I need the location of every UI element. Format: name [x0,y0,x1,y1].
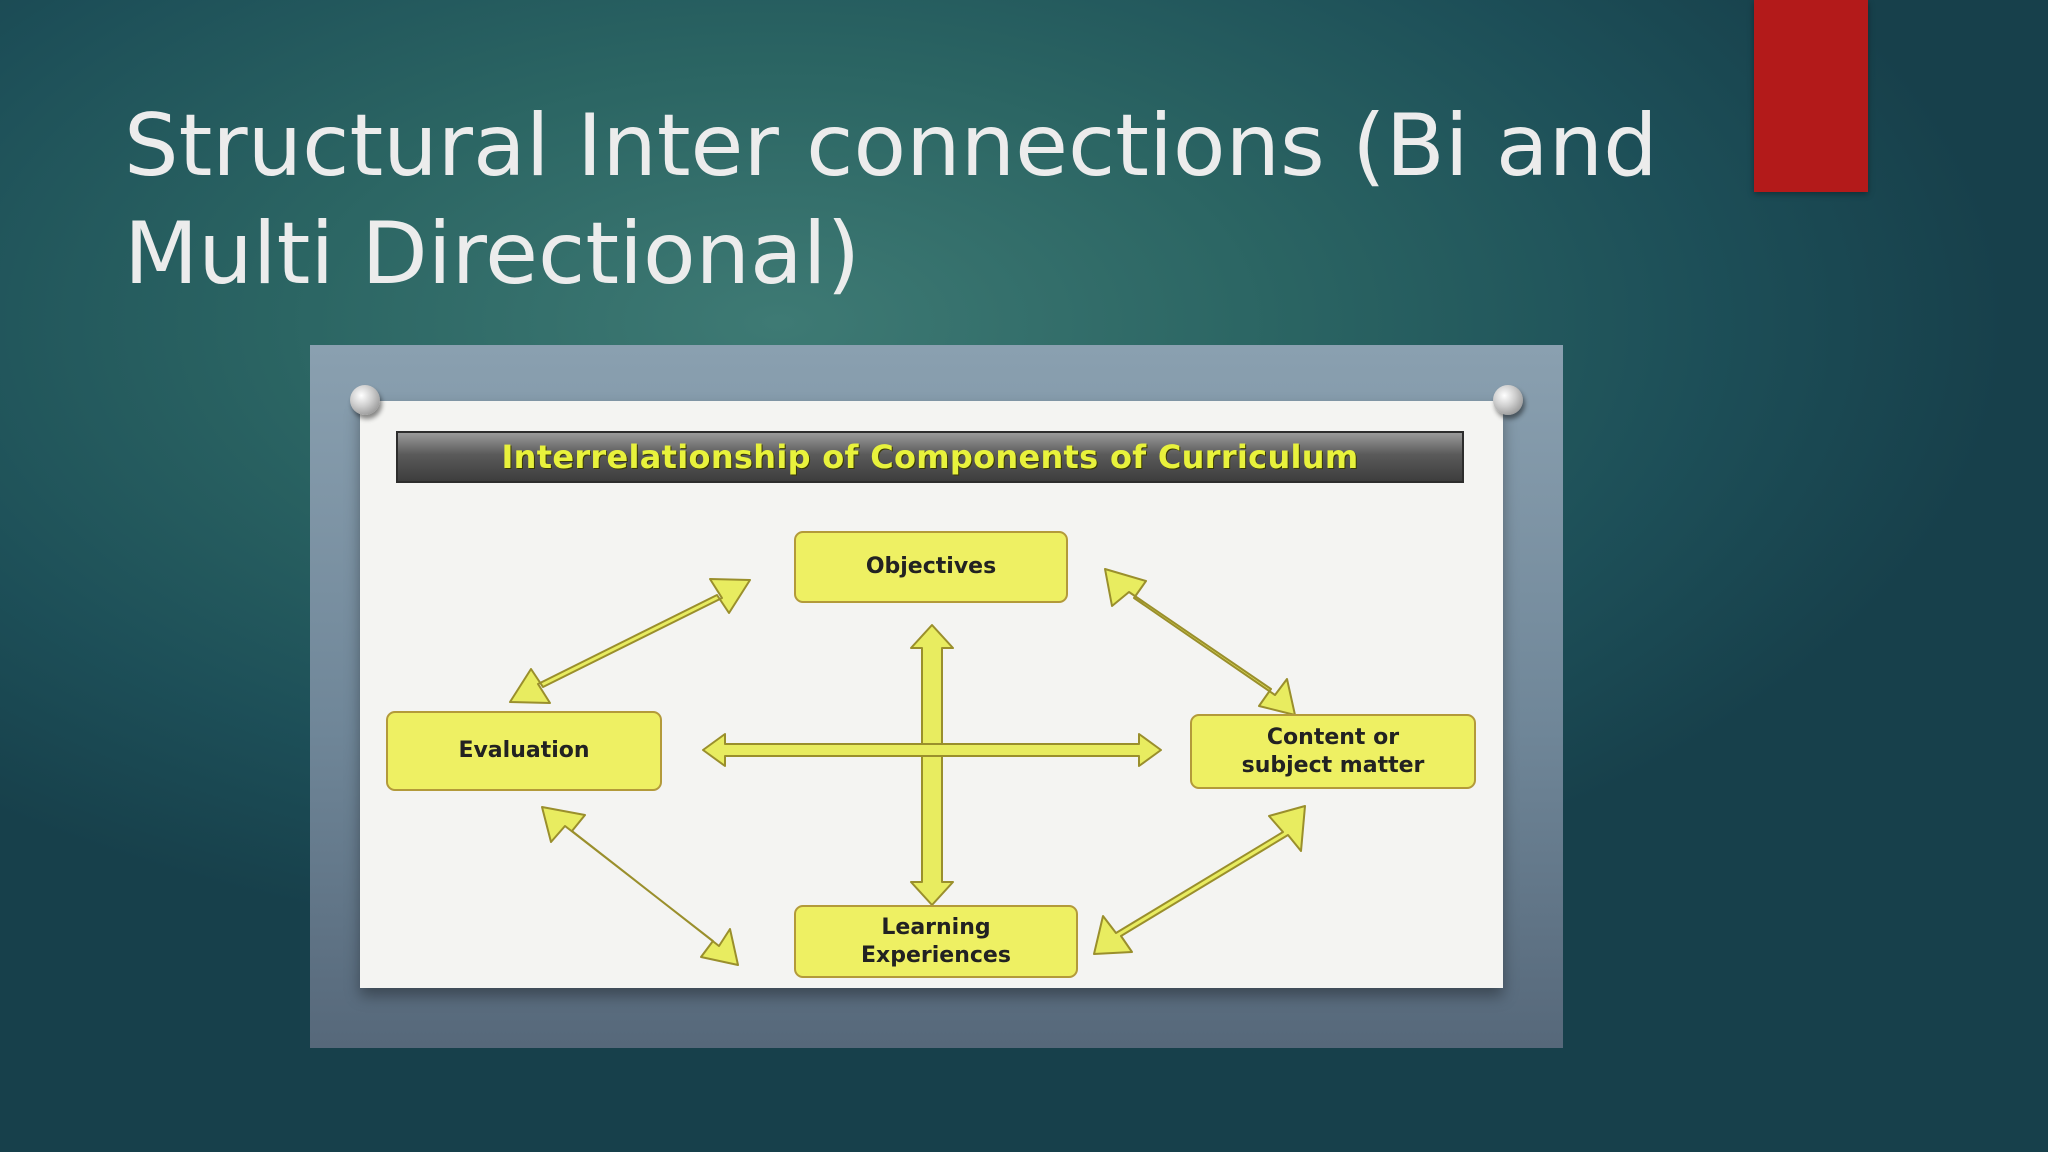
node-content-label-2: subject matter [1241,752,1425,778]
node-learning-label-1: Learning [881,914,991,940]
arrow-objectives-content-icon [1104,568,1296,716]
arrow-evaluation-learning-icon [541,806,739,966]
diagram-banner: Interrelationship of Components of Curri… [396,431,1464,483]
node-evaluation: Evaluation [386,711,662,791]
node-learning: Learning Experiences [794,905,1078,978]
pin-left-icon [350,385,380,415]
arrow-vertical-icon [910,624,954,906]
pin-right-icon [1493,385,1523,415]
arrow-horizontal-icon [702,733,1162,767]
arrows-layer [509,568,1306,966]
curriculum-photo: Interrelationship of Components of Curri… [310,345,1563,1048]
node-objectives-label: Objectives [865,554,997,579]
accent-bar [1754,0,1868,192]
arrow-objectives-evaluation-icon [509,578,751,704]
node-evaluation-label: Evaluation [458,738,590,763]
slide-title: Structural Inter connections (Bi and Mul… [124,96,1658,304]
node-learning-label-2: Experiences [861,942,1011,968]
diagram-title: Interrelationship of Components of Curri… [501,438,1359,476]
node-content: Content or subject matter [1190,714,1476,789]
node-content-label-1: Content or [1266,724,1400,750]
node-objectives: Objectives [794,531,1068,603]
arrow-content-learning-icon [1093,805,1306,955]
